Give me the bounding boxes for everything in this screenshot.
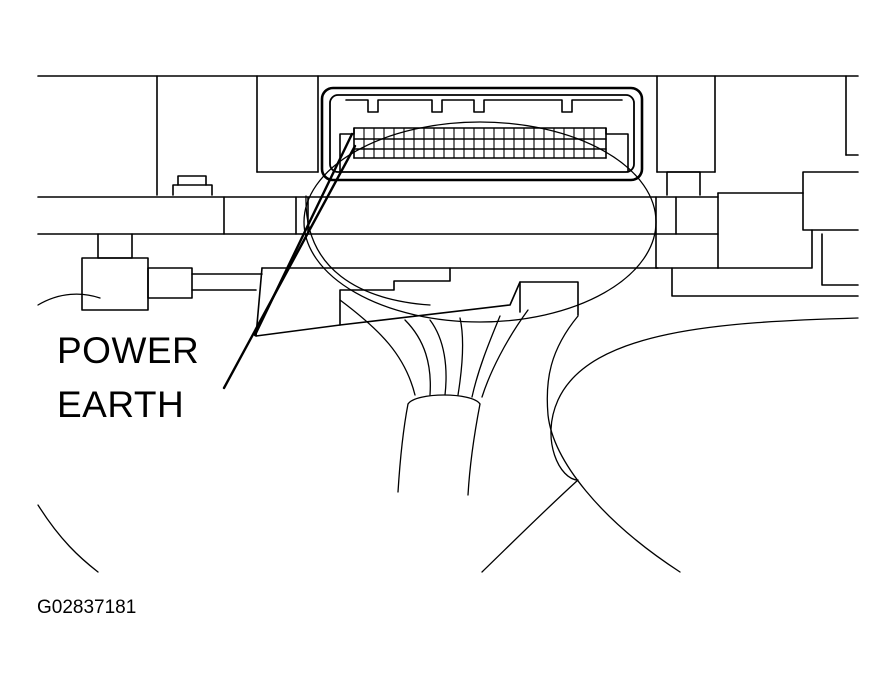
upper-housing (37, 75, 859, 196)
leader-lines (222, 132, 357, 390)
earth-label: EARTH (57, 384, 185, 425)
figure-id-label: G02837181 (37, 597, 137, 618)
lower-body (255, 267, 659, 337)
power-label: POWER (57, 330, 200, 371)
zoom-circle (303, 121, 657, 323)
outer-curves (37, 293, 859, 573)
left-sensor (81, 233, 263, 311)
housing-clips (172, 171, 701, 196)
middle-rail (37, 171, 859, 297)
pin-grid (363, 127, 595, 159)
wire-harness (339, 299, 529, 496)
earth-leader-line (222, 144, 357, 390)
